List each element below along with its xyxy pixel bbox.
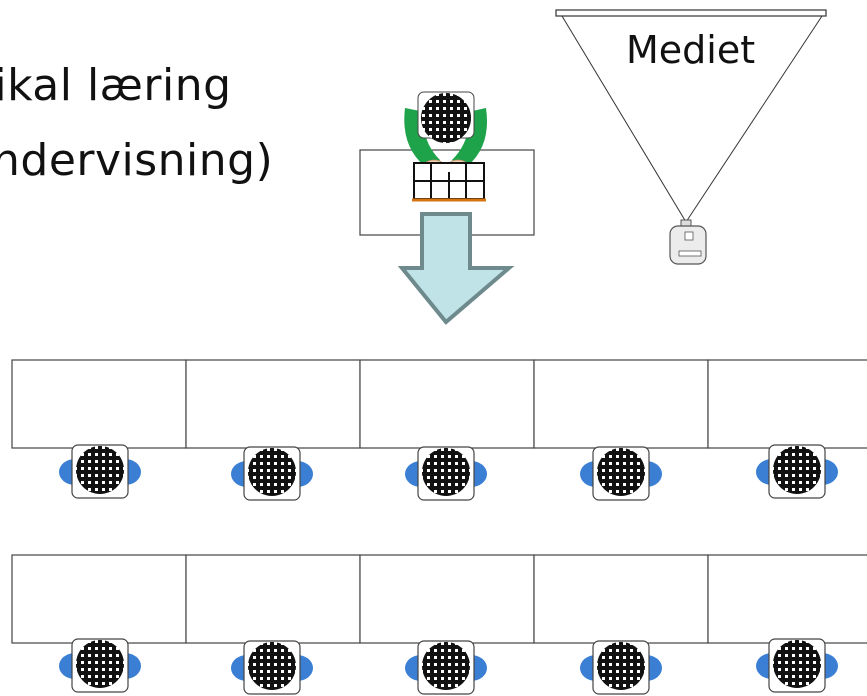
slide-title-line-1: rtikal læring: [0, 60, 232, 111]
media-projection: [555, 9, 827, 265]
student-figure: [579, 640, 663, 695]
student-desk: [11, 359, 187, 449]
student-desk: [359, 554, 535, 644]
desk-row-2: [11, 554, 867, 644]
student-desk: [185, 359, 361, 449]
projector-icon: [669, 219, 707, 265]
student-figure: [755, 638, 839, 693]
student-row-1: [58, 444, 839, 501]
student-desk: [359, 359, 535, 449]
student-desk: [707, 554, 867, 644]
student-desk: [533, 554, 709, 644]
student-figure: [579, 446, 663, 501]
student-row-2: [58, 638, 839, 695]
student-figure: [404, 446, 488, 501]
student-figure: [58, 638, 142, 693]
slide-title-line-2: ndervisning): [0, 135, 274, 186]
student-figure: [230, 446, 314, 501]
student-figure: [755, 444, 839, 499]
student-desk: [707, 359, 867, 449]
student-figure: [230, 640, 314, 695]
desk-row-1: [11, 359, 867, 449]
media-label: Mediet: [626, 28, 756, 72]
student-figure: [58, 444, 142, 499]
student-desk: [533, 359, 709, 449]
teacher-station: [359, 91, 535, 236]
student-desk: [185, 554, 361, 644]
projector-screen-bar: [555, 9, 827, 17]
student-desk: [11, 554, 187, 644]
student-figure: [404, 640, 488, 695]
keyboard-icon: [412, 162, 486, 202]
teacher-head: [421, 93, 471, 143]
downward-arrow: [397, 212, 515, 325]
